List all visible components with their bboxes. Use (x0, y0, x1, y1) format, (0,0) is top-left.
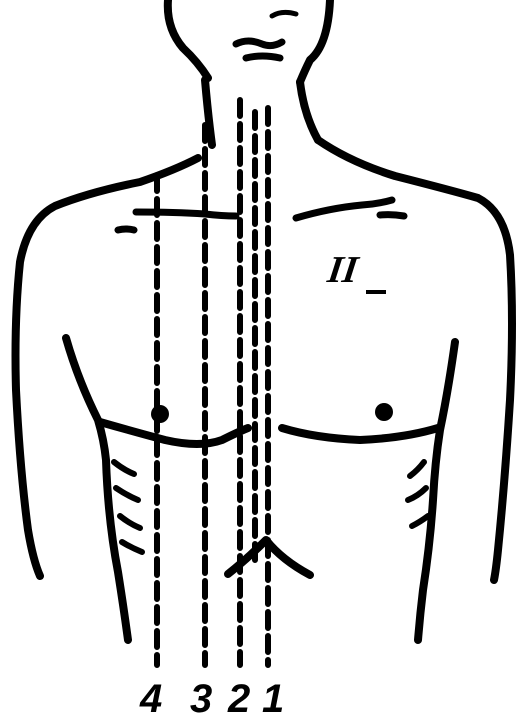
right-nipple (375, 403, 393, 421)
left-clavicle (118, 212, 236, 230)
right-clavicle (296, 200, 404, 218)
left-rib-marks (114, 462, 142, 552)
reference-lines (157, 100, 268, 665)
neck-outline (205, 80, 318, 145)
rib-marker-label: II (324, 249, 362, 291)
left-nipple (151, 405, 169, 423)
right-rib-marks (408, 462, 428, 526)
line-label-1: 1 (262, 677, 284, 721)
left-pectoral (100, 422, 248, 444)
line-label-3: 3 (190, 677, 212, 721)
line-label-4: 4 (139, 677, 162, 721)
right-pectoral (282, 428, 438, 440)
line-label-2: 2 (227, 677, 250, 721)
jaw-shade (272, 12, 296, 16)
mouth (236, 41, 282, 58)
